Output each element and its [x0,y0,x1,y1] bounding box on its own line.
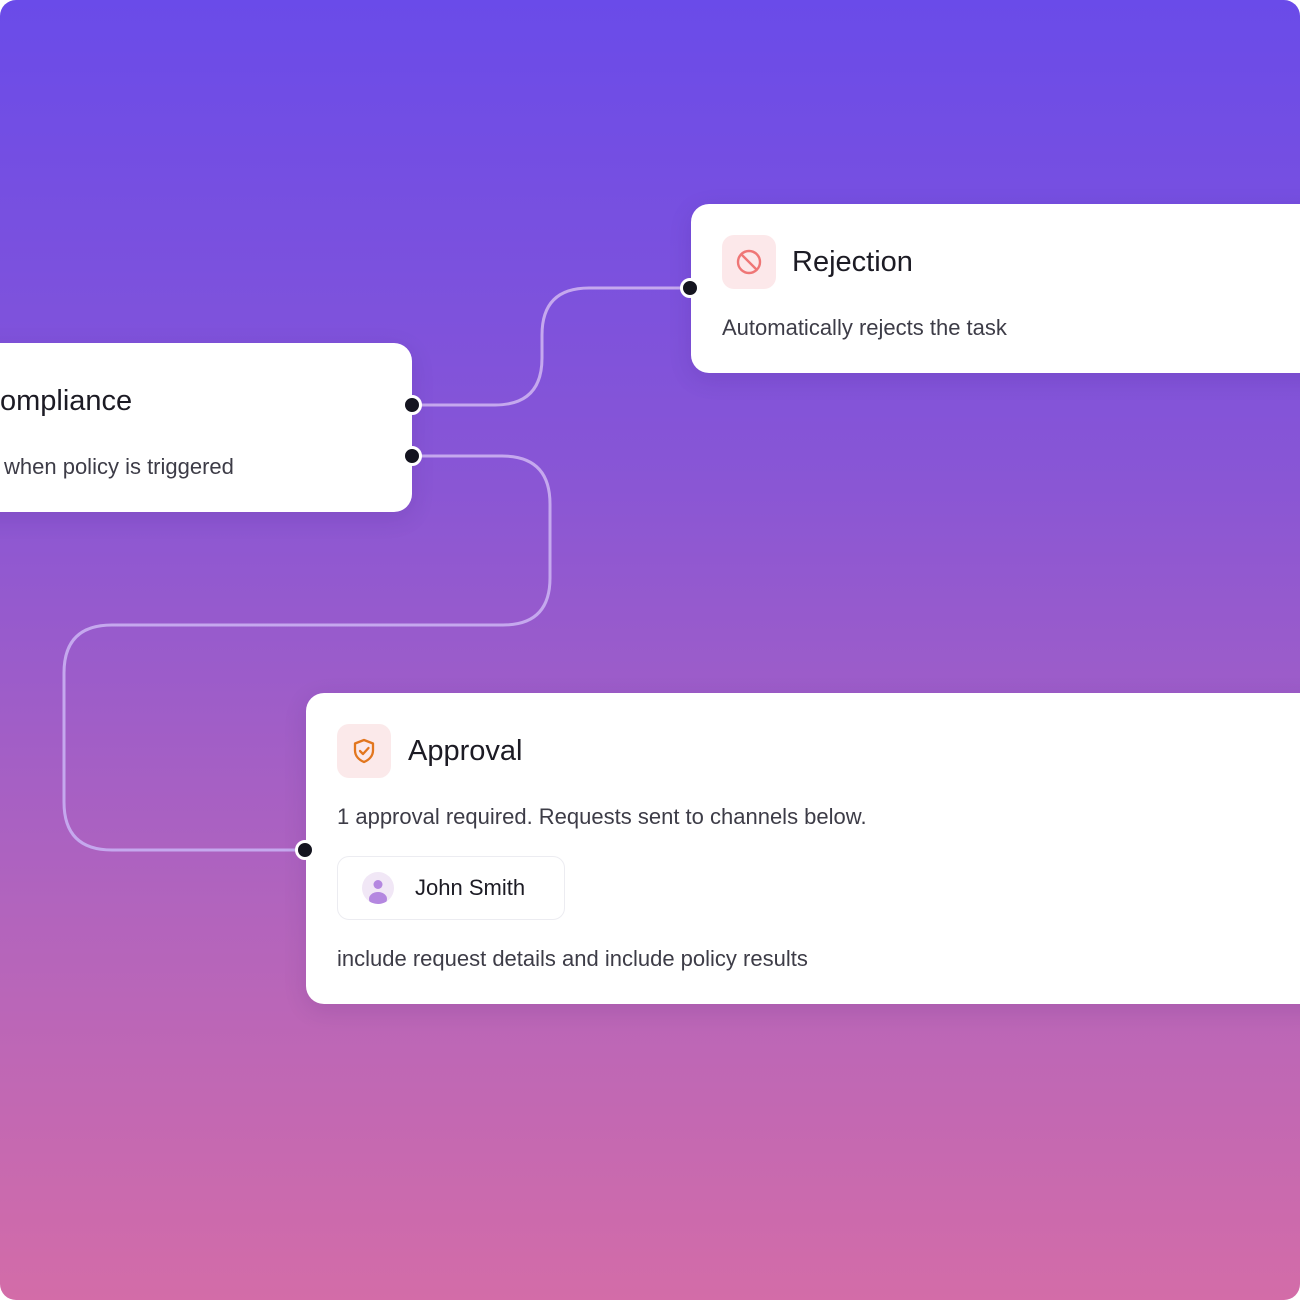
approval-footer-note: include request details and include poli… [337,946,808,971]
rejection-input-port[interactable] [680,278,700,298]
compliance-description: when policy is triggered [4,454,234,479]
approval-description: 1 approval required. Requests sent to ch… [337,804,867,829]
connector-compliance-to-approval [62,454,552,852]
compliance-output-port-rejection[interactable] [402,395,422,415]
approval-input-port[interactable] [295,840,315,860]
rejection-node[interactable]: Rejection Automatically rejects the task [691,204,1300,373]
approver-name: John Smith [415,875,526,900]
compliance-node[interactable]: ompliance when policy is triggered [0,343,412,512]
rejection-icon-box [722,235,776,289]
shield-check-icon [353,738,375,764]
approval-node[interactable]: Approval 1 approval required. Requests s… [306,693,1300,1004]
prohibited-icon [736,249,762,275]
rejection-title: Rejection [792,246,913,278]
approver-chip[interactable]: John Smith [337,856,565,920]
compliance-title: ompliance [0,385,133,417]
approval-icon-box [337,724,391,778]
user-avatar-icon [362,872,394,904]
compliance-output-port-approval[interactable] [402,446,422,466]
connector-compliance-to-rejection [410,286,692,407]
rejection-description: Automatically rejects the task [722,315,1007,340]
approval-title: Approval [408,735,523,767]
